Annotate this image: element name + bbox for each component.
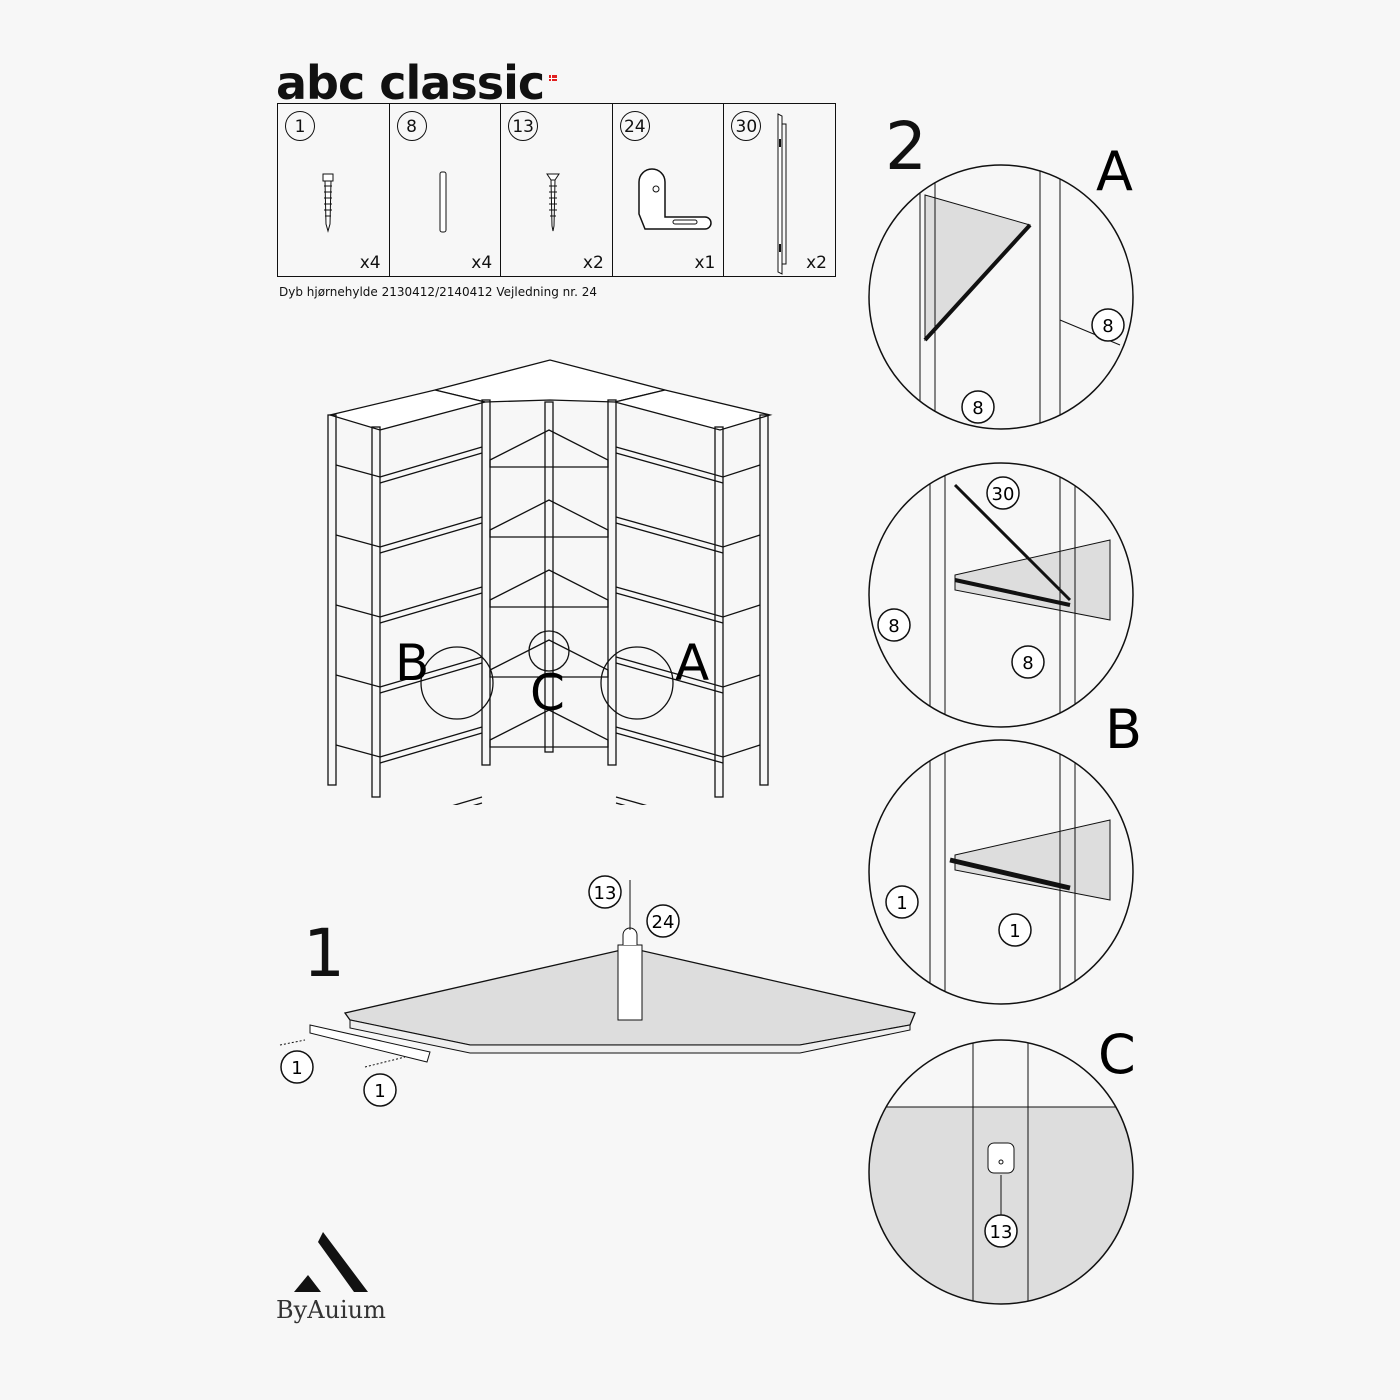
label-c: C	[530, 664, 565, 722]
part-cell: 30 x2	[724, 104, 835, 276]
callout-1: 1	[291, 1058, 302, 1079]
step-1-number: 1	[303, 915, 345, 992]
part-cell: 1 x4	[278, 104, 390, 276]
shelf	[335, 516, 483, 554]
part-number: 24	[619, 111, 650, 141]
detail-c-marker	[528, 630, 570, 672]
dowel-icon	[439, 171, 447, 233]
part-cell: 8 x4	[390, 104, 502, 276]
shelf	[452, 796, 483, 805]
shelf	[335, 446, 483, 484]
danish-flag-icon	[549, 75, 557, 81]
shelf	[335, 656, 483, 694]
parts-table: 1 x4 8 x4 13 x2 24 x1 30 x2	[277, 103, 836, 277]
shelf	[615, 446, 761, 484]
shelf	[615, 796, 647, 805]
part-number: 8	[396, 111, 427, 141]
callout-8: 8	[1022, 653, 1033, 674]
label-b: B	[395, 634, 429, 692]
callout-13: 13	[594, 883, 617, 904]
shelf	[615, 726, 761, 764]
step-2-number: 2	[885, 108, 927, 185]
callout-8: 8	[1102, 316, 1113, 337]
product-subtitle: Dyb hjørnehylde 2130412/2140412 Vejledni…	[279, 285, 598, 299]
angle-bracket-icon	[638, 168, 712, 230]
brace-rail-icon	[777, 113, 787, 275]
shelf	[615, 516, 761, 554]
shelf	[489, 709, 609, 748]
detail-b-marker	[420, 646, 494, 720]
part-qty: x4	[471, 253, 493, 273]
shelf	[489, 429, 609, 468]
callout-13: 13	[990, 1222, 1013, 1243]
callout-1: 1	[374, 1081, 385, 1102]
part-qty: x2	[582, 253, 604, 273]
callout-1: 1	[896, 893, 907, 914]
callout-8: 8	[972, 398, 983, 419]
label-a: A	[675, 634, 709, 692]
detail-label-a: A	[1096, 140, 1133, 203]
shelf	[615, 656, 761, 694]
screw-icon	[322, 173, 334, 233]
shelf	[335, 586, 483, 624]
footer-logo-text: ByAuium	[276, 1296, 386, 1324]
countersunk-screw-icon	[546, 173, 561, 232]
detail-label-b: B	[1105, 698, 1142, 761]
step-1-drawing: 13 24 1 1	[279, 875, 916, 1107]
assembled-corner-shelf-drawing: B C A	[327, 359, 773, 805]
shelf	[615, 586, 761, 624]
part-qty: x1	[694, 253, 716, 273]
part-cell: 24 x1	[613, 104, 725, 276]
callout-30: 30	[992, 484, 1015, 505]
detail-a-marker	[600, 646, 674, 720]
part-number: 30	[731, 111, 762, 141]
part-number: 1	[285, 111, 315, 141]
part-cell: 13 x2	[501, 104, 613, 276]
brand-logo: abc classic	[276, 56, 545, 110]
callout-24: 24	[652, 912, 675, 933]
callout-8: 8	[888, 616, 899, 637]
part-qty: x4	[359, 253, 381, 273]
shelf	[335, 726, 483, 764]
shelf	[489, 569, 609, 608]
callout-1: 1	[1009, 921, 1020, 942]
shelf	[489, 639, 609, 678]
auium-logo-icon	[294, 1232, 368, 1292]
part-number: 13	[508, 111, 539, 141]
detail-label-c: C	[1098, 1023, 1136, 1086]
detail-views: 8 8 30 8 8 1 1 13 A B C	[868, 140, 1142, 1305]
shelf	[489, 499, 609, 538]
part-qty: x2	[806, 253, 827, 273]
